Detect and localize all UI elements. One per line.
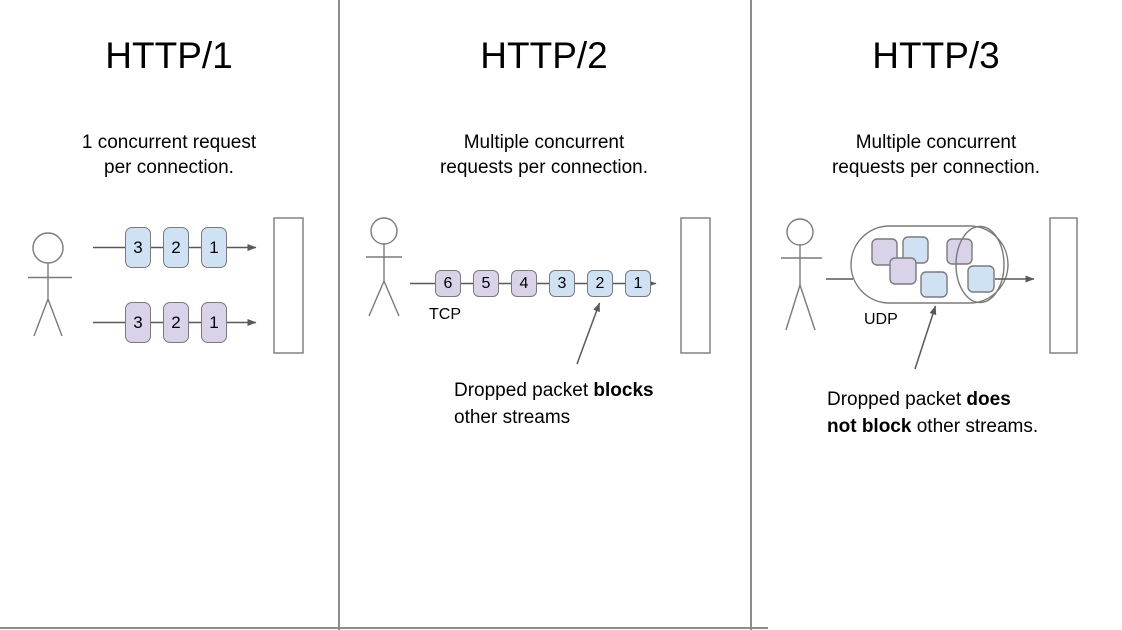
packet-box: 1 (625, 270, 651, 297)
packet-number: 4 (519, 274, 529, 292)
column-subtitle-http3: Multiple concurrent requests per connect… (831, 132, 1041, 178)
packet-box: 5 (473, 270, 499, 297)
packet-box: 2 (587, 270, 613, 297)
annotation-http3: Dropped packet does not block other stre… (827, 386, 1097, 440)
column-subtitle-http2: Multiple concurrent requests per connect… (439, 132, 649, 178)
stick-figure-body (28, 263, 72, 337)
packet-number: 1 (209, 237, 219, 257)
packet-number: 2 (171, 312, 181, 332)
packet-box: 4 (511, 270, 537, 297)
server-box-http3 (1049, 217, 1078, 354)
column-subtitle-http1: 1 concurrent request per connection. (81, 132, 257, 178)
packet-square (967, 265, 995, 293)
column-divider-2 (750, 0, 752, 630)
packet-box: 3 (549, 270, 575, 297)
packet-number: 1 (209, 312, 219, 332)
annotation-line2: not block other streams. (827, 416, 1039, 437)
protocol-label-tcp: TCP (429, 306, 461, 323)
tunnel-opening-ellipse (955, 225, 1005, 304)
packet-square (946, 238, 973, 265)
packet-box: 2 (163, 227, 189, 268)
packet-box: 2 (163, 302, 189, 343)
packet-number: 3 (557, 274, 567, 292)
client-stick-figure-http3 (781, 218, 822, 331)
packet-square (889, 257, 917, 285)
packet-square (920, 271, 948, 298)
packet-number: 3 (133, 312, 143, 332)
column-title-http3: HTTP/3 (872, 35, 1000, 76)
stick-figure-body (781, 245, 822, 331)
column-title-http1: HTTP/1 (105, 35, 233, 76)
packet-box: 3 (125, 302, 151, 343)
client-stick-figure-http1 (28, 232, 72, 337)
annotation-line1: Dropped packet does (827, 389, 1011, 410)
bottom-edge-line (0, 627, 768, 629)
client-stick-figure-http2 (366, 217, 402, 317)
stick-figure-head (370, 217, 398, 245)
dropped-packet-pointer-arrow-http2 (576, 302, 601, 365)
annotation-line1: Dropped packet blocks (454, 380, 654, 401)
packet-box: 1 (201, 227, 227, 268)
packet-box: 6 (435, 270, 461, 297)
packet-box: 3 (125, 227, 151, 268)
server-box-http1 (273, 217, 304, 354)
packet-square (871, 238, 898, 266)
packet-box: 1 (201, 302, 227, 343)
protocol-label-udp: UDP (864, 311, 898, 328)
annotation-line2: other streams (454, 407, 571, 428)
packet-number: 5 (481, 274, 491, 292)
stick-figure-head (32, 232, 64, 264)
annotation-http2: Dropped packet blocks other streams (454, 377, 704, 431)
stick-figure-body (366, 244, 402, 317)
packet-number: 2 (595, 274, 605, 292)
packet-number: 3 (133, 237, 143, 257)
column-title-http2: HTTP/2 (480, 35, 608, 76)
server-box-http2 (680, 217, 711, 354)
packet-number: 2 (171, 237, 181, 257)
dropped-packet-pointer-arrow-http3 (914, 305, 937, 370)
stick-figure-head (786, 218, 814, 246)
packet-number: 6 (443, 274, 453, 292)
packet-number: 1 (633, 274, 643, 292)
column-divider-1 (338, 0, 340, 630)
